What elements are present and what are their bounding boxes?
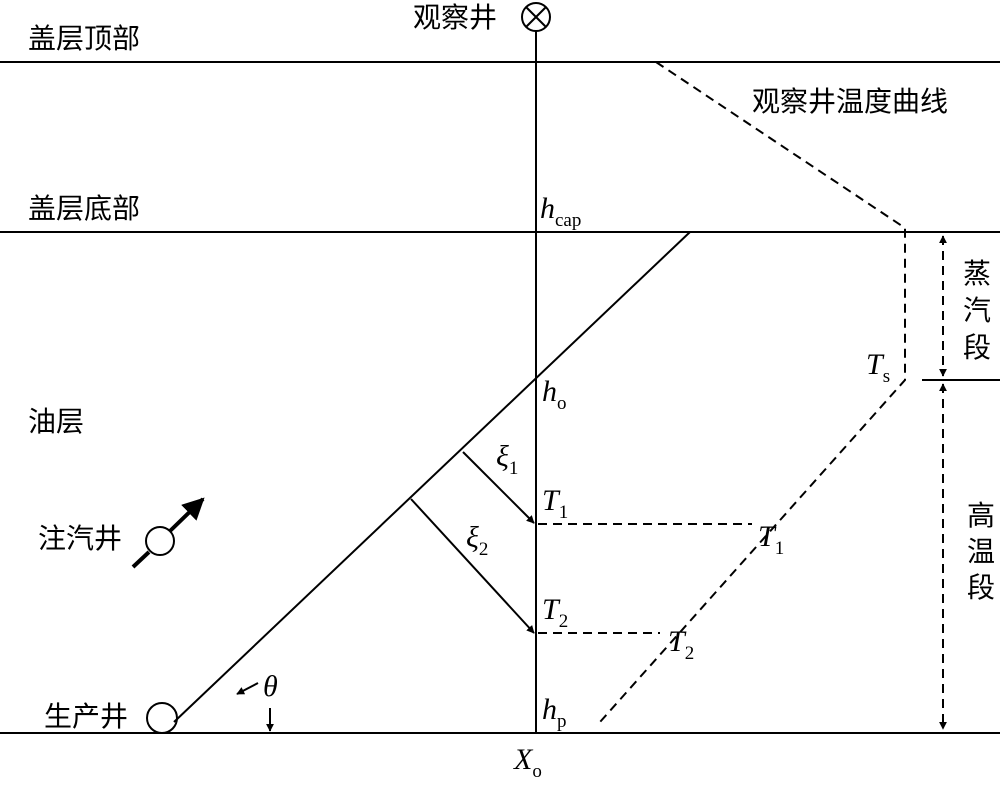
- production-well-label: 生产井: [44, 700, 128, 733]
- t2-well-symbol: T2: [542, 593, 568, 632]
- caprock-bottom-label: 盖层底部: [28, 192, 140, 225]
- svg-text:高温段: 高温段: [967, 499, 995, 604]
- theta-arc-arrow: [236, 682, 259, 695]
- xi1-symbol: ξ1: [496, 440, 518, 479]
- injection-well-label: 注汽井: [38, 522, 122, 555]
- theta-symbol: θ: [263, 670, 278, 703]
- xo-symbol: Xo: [513, 743, 542, 782]
- t2-curve-symbol: T2: [668, 625, 694, 664]
- xi2-arrow: [410, 498, 535, 634]
- oil-layer-label: 油层: [28, 405, 84, 438]
- high-temp-zone-label: 高温段: [967, 499, 995, 604]
- ts-symbol: Ts: [866, 348, 890, 387]
- observation-well-label: 观察井: [413, 1, 497, 34]
- h-cap-symbol: hcap: [540, 192, 581, 231]
- xi1-arrow: [462, 451, 535, 524]
- steam-zone-label: 蒸汽段: [963, 257, 991, 364]
- circle-icon: [146, 702, 178, 734]
- h-o-symbol: ho: [542, 375, 567, 414]
- t1-well-symbol: T1: [542, 484, 568, 523]
- caprock-top-label: 盖层顶部: [28, 22, 140, 55]
- svg-text:蒸汽段: 蒸汽段: [963, 257, 991, 364]
- obs-temp-curve: [599, 61, 906, 723]
- h-p-symbol: hp: [542, 693, 567, 732]
- xi2-symbol: ξ2: [466, 521, 488, 560]
- t1-curve-symbol: T1: [758, 520, 784, 559]
- steam-interface-line: [173, 231, 691, 723]
- circle-arrow-icon: [131, 497, 205, 569]
- obs-temp-curve-label: 观察井温度曲线: [752, 85, 948, 118]
- circle-x-icon: [521, 2, 551, 32]
